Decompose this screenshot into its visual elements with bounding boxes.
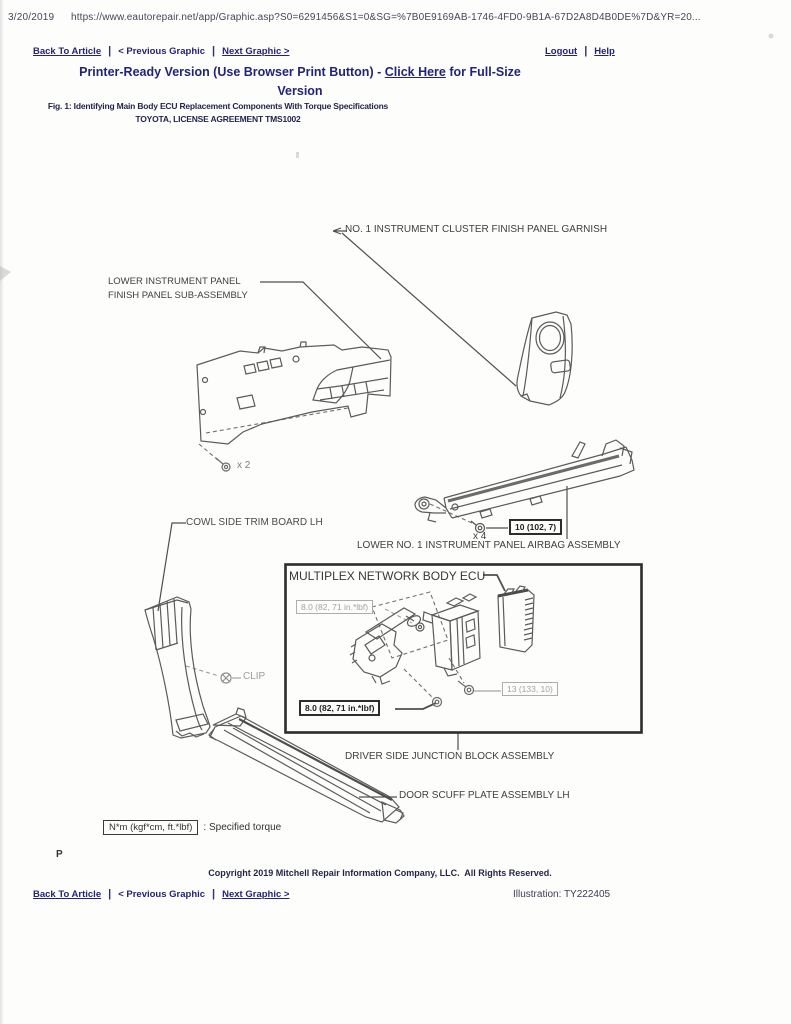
back-to-article-link[interactable]: Back To Article (33, 45, 102, 57)
cowl-trim-drawing (144, 596, 211, 739)
page-url: https://www.eautorepair.net/app/Graphic.… (71, 12, 701, 23)
scan-edge-shadow (0, 0, 4, 1024)
nav-separator: | (212, 888, 216, 900)
top-nav-right: Logout | Help (545, 45, 615, 57)
screw-x2-drawing (215, 457, 231, 472)
bottom-nav: Back To Article | < Previous Graphic | N… (33, 888, 289, 900)
junction-block-label: DRIVER SIDE JUNCTION BLOCK ASSEMBLY (345, 751, 555, 762)
torque-legend: N*m (kgf*cm, ft.*lbf) : Specified torque (103, 820, 281, 835)
next-graphic-link[interactable]: Next Graphic > (222, 888, 290, 900)
torque-box-10: 10 (102, 7) (509, 519, 563, 535)
lower-panel-label-line1: LOWER INSTRUMENT PANEL (108, 276, 241, 287)
airbag-label: LOWER NO. 1 INSTRUMENT PANEL AIRBAG ASSE… (357, 540, 621, 551)
clip-drawing (220, 672, 232, 684)
help-link[interactable]: Help (594, 45, 615, 57)
scan-artifacts (0, 33, 774, 281)
page-mark: P (56, 849, 63, 860)
ecu-callout-box (284, 563, 643, 734)
figure-subtitle: TOYOTA, LICENSE AGREEMENT TMS1002 (135, 114, 301, 124)
leader-lines (157, 227, 568, 798)
print-date: 3/20/2019 (8, 12, 55, 23)
heading-line2: Version (277, 84, 323, 98)
copyright-line: Copyright 2019 Mitchell Repair Informati… (208, 868, 552, 878)
torque-box-8-ref: 8.0 (82, 71 in.*lbf) (296, 600, 374, 614)
printer-ready-heading: Printer-Ready Version (Use Browser Print… (40, 65, 560, 79)
logout-link[interactable]: Logout (545, 45, 578, 57)
garnish-label: NO. 1 INSTRUMENT CLUSTER FINISH PANEL GA… (345, 224, 608, 235)
illustration-id: Illustration: TY222405 (513, 889, 611, 900)
lower-instrument-panel-drawing (196, 341, 392, 445)
heading-text: Printer-Ready Version (Use Browser Print… (79, 65, 385, 79)
previous-graphic-link[interactable]: < Previous Graphic (118, 45, 206, 57)
screw-x4-drawing (470, 520, 486, 534)
dashed-construction-lines (185, 407, 473, 699)
heading-text: for Full-Size (445, 65, 521, 79)
next-graphic-link[interactable]: Next Graphic > (222, 45, 290, 57)
nav-separator: | (108, 888, 112, 900)
lower-panel-label-line2: FINISH PANEL SUB-ASSEMBLY (108, 290, 248, 301)
torque-box-8: 8.0 (82, 71 in.*lbf) (299, 700, 381, 716)
cluster-garnish-drawing (516, 311, 573, 406)
ecu-screws-drawing (431, 680, 475, 708)
cowl-trim-label: COWL SIDE TRIM BOARD LH (186, 517, 323, 528)
clip-label: CLIP (243, 671, 266, 682)
ecu-module-drawing (497, 585, 535, 653)
nav-separator: | (584, 45, 588, 57)
airbag-assembly-drawing (414, 439, 635, 523)
click-here-link[interactable]: Click Here (384, 65, 446, 79)
nav-separator: | (212, 45, 216, 57)
quantity-x4-label: x 4 (473, 531, 487, 542)
top-nav: Back To Article | < Previous Graphic | N… (33, 45, 289, 57)
torque-box-13: 13 (133, 10) (502, 682, 558, 696)
torque-legend-box: N*m (kgf*cm, ft.*lbf) (103, 820, 199, 835)
gray-leader-lines (232, 608, 501, 692)
door-scuff-drawing (208, 707, 405, 824)
nav-separator: | (108, 45, 112, 57)
multiplex-ecu-label: MULTIPLEX NETWORK BODY ECU (289, 569, 486, 583)
back-to-article-link[interactable]: Back To Article (33, 888, 102, 900)
ecu-bracket-drawing (349, 607, 425, 685)
door-scuff-label: DOOR SCUFF PLATE ASSEMBLY LH (399, 790, 570, 801)
figure-title: Fig. 1: Identifying Main Body ECU Replac… (47, 101, 389, 111)
junction-block-drawing (422, 593, 481, 677)
quantity-x2-label: x 2 (237, 460, 251, 471)
torque-legend-text: : Specified torque (203, 822, 282, 833)
previous-graphic-link[interactable]: < Previous Graphic (118, 888, 206, 900)
